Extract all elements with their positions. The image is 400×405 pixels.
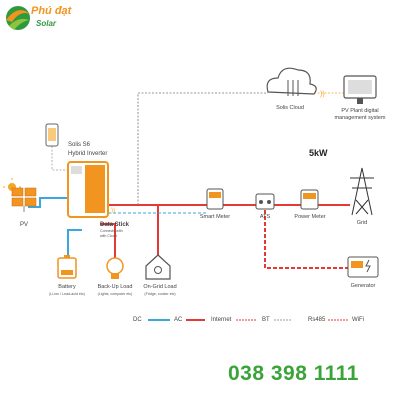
generator-icon — [347, 256, 379, 278]
pv-plant-label-2: management system — [334, 115, 386, 121]
grid-tower-icon — [350, 167, 374, 216]
smart-meter-label: Smart Meter — [199, 214, 231, 220]
power-rating-label: 5kW — [309, 148, 328, 158]
cloud-wifi-icon: )) — [320, 91, 325, 98]
battery-icon — [57, 255, 77, 279]
legend-ac: AC — [174, 317, 183, 323]
inverter-type-label: Hybrid Inverter — [68, 151, 108, 157]
datastick-label: Data Stick — [100, 222, 130, 228]
legend-wifi: WiFi — [352, 317, 364, 323]
cloud-label: Solis Cloud — [276, 105, 304, 111]
backup-label: Back-Up Load — [97, 284, 133, 290]
cloud-icon — [266, 67, 317, 96]
pv-panel-icon — [3, 178, 37, 212]
datastick-sub2: with Cloud — [100, 234, 117, 238]
battery-label: Battery — [58, 284, 76, 290]
pv-label: PV — [19, 222, 29, 228]
inverter-wifi-icon: )) — [111, 208, 115, 214]
backup-sub: (Lights, computer etc) — [97, 292, 133, 296]
ac-line-backup — [100, 223, 116, 258]
bt-line-phone — [51, 146, 68, 171]
monitor-icon — [343, 75, 377, 104]
phone-number[interactable]: 038 398 1111 — [228, 362, 359, 385]
house-icon — [145, 254, 171, 280]
power-meter-icon — [300, 189, 319, 210]
brand-tagline: Solar — [36, 19, 57, 28]
inverter-model-label: Solis S6 — [68, 142, 91, 148]
generator-label: Generator — [350, 283, 376, 289]
dc-line-battery — [67, 229, 82, 258]
brand-name: Phú đạt — [31, 5, 72, 17]
smart-meter-icon — [206, 188, 224, 210]
dc-line-pv — [28, 197, 68, 208]
legend-dc: DC — [133, 317, 142, 323]
pv-plant-label-1: PV Plant digital — [341, 108, 379, 114]
internet-line-cloud — [137, 92, 268, 205]
power-meter-label: Power Meter — [294, 214, 326, 220]
ats-label: ATS — [259, 214, 271, 220]
bulb-icon — [106, 257, 124, 279]
generator-line — [264, 210, 348, 269]
phone-icon — [45, 123, 59, 147]
brand-logo-icon — [6, 6, 30, 30]
ats-icon — [255, 193, 275, 210]
ongrid-sub: (Fridge, cooker etc) — [144, 292, 176, 296]
grid-label: Grid — [356, 220, 368, 226]
battery-sub: (Li-ion / Lead-acid etc) — [49, 292, 85, 296]
legend-bt: BT — [262, 317, 270, 323]
legend-internet: Internet — [211, 317, 232, 323]
ongrid-label: On-Grid Load — [143, 284, 177, 290]
inverter-icon — [67, 161, 109, 218]
legend-rs485: Rs485 — [308, 317, 326, 323]
datastick-sub1: Connects with — [100, 229, 123, 233]
